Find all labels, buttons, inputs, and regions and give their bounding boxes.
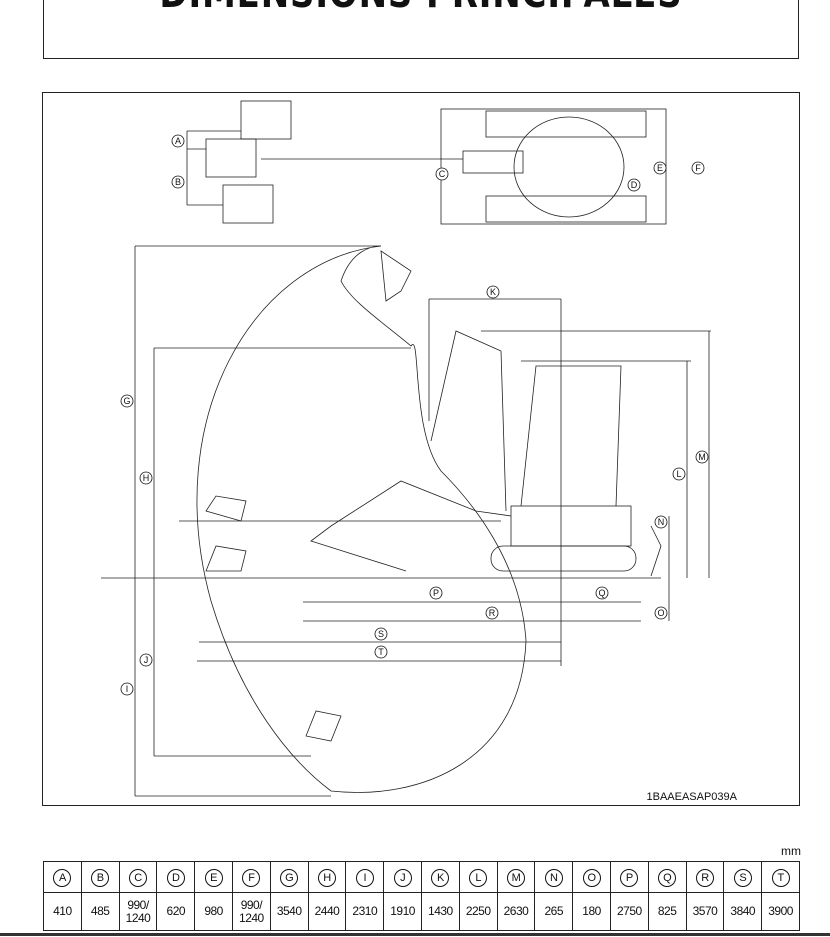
value-cell: 2250 xyxy=(458,892,498,931)
header-cell: K xyxy=(420,861,460,893)
label-h: H xyxy=(143,473,150,483)
header-cell: R xyxy=(685,861,725,893)
label-m: M xyxy=(698,452,706,462)
dimension-letter: T xyxy=(771,868,790,887)
label-q: Q xyxy=(598,588,605,598)
label-c: C xyxy=(439,169,446,179)
value-cell: 1430 xyxy=(420,892,460,931)
value-cell: 1910 xyxy=(383,892,422,931)
dimension-letter: R xyxy=(695,868,714,887)
label-a: A xyxy=(175,136,181,146)
dimension-diagram: A B C D E F G H I J K L M N O P Q R S T … xyxy=(42,92,800,806)
header-cell: Q xyxy=(647,861,687,893)
unit-label: mm xyxy=(781,844,801,858)
dimension-letter: B xyxy=(91,868,110,887)
value-cell: 825 xyxy=(647,892,687,931)
dimension-letter: K xyxy=(431,868,450,887)
header-cell: D xyxy=(156,861,196,893)
reach-envelope xyxy=(196,245,527,793)
page-divider xyxy=(0,933,830,936)
header-cell: S xyxy=(723,861,763,893)
header-cell: I xyxy=(345,861,385,893)
value-cell: 3840 xyxy=(723,892,763,931)
header-cell: L xyxy=(458,861,498,893)
dimension-letter: F xyxy=(242,868,261,887)
header-cell: F xyxy=(231,861,271,893)
label-e: E xyxy=(657,163,663,173)
header-cell: A xyxy=(43,861,82,893)
dimension-letter: J xyxy=(393,868,412,887)
value-cell: 620 xyxy=(156,892,196,931)
header-cell: N xyxy=(534,861,574,893)
dimension-letter: P xyxy=(620,868,639,887)
dimension-letter: A xyxy=(53,868,72,887)
label-n: N xyxy=(658,517,665,527)
dimension-labels: A B C D E F G H I J K L M N O P Q R S T xyxy=(120,134,709,696)
label-r: R xyxy=(489,608,496,618)
dimension-letter: S xyxy=(733,868,752,887)
value-cell: 2310 xyxy=(345,892,385,931)
label-f: F xyxy=(695,163,701,173)
value-cell: 3900 xyxy=(761,892,800,931)
value-cell: 410 xyxy=(43,892,82,931)
dimension-letter: H xyxy=(317,868,336,887)
value-cell: 990/ 1240 xyxy=(231,892,271,931)
dimension-letter: Q xyxy=(658,868,677,887)
header-cell: J xyxy=(383,861,422,893)
excavator xyxy=(205,250,662,742)
label-b: B xyxy=(175,177,181,187)
value-cell: 180 xyxy=(572,892,611,931)
value-cell: 485 xyxy=(80,892,120,931)
dimension-letter: E xyxy=(204,868,223,887)
value-cell: 2630 xyxy=(496,892,536,931)
label-s: S xyxy=(378,629,384,639)
value-cell: 2750 xyxy=(609,892,649,931)
dimension-lines xyxy=(101,245,711,797)
header-cell: C xyxy=(118,861,158,893)
value-cell: 980 xyxy=(194,892,233,931)
header-cell: T xyxy=(761,861,800,893)
figure-code: 1BAAEASAP039A xyxy=(646,791,737,803)
page-title: DIMENSIONS PRINCIPALES xyxy=(101,0,742,17)
excavator-drawing: A B C D E F G H I J K L M N O P Q R S T xyxy=(101,100,711,797)
label-g: G xyxy=(123,396,130,406)
value-cell: 990/ 1240 xyxy=(118,892,158,931)
bucket-views xyxy=(186,100,292,224)
label-i: I xyxy=(126,684,129,694)
label-p: P xyxy=(433,588,439,598)
dimension-letter: I xyxy=(355,868,374,887)
label-l: L xyxy=(676,469,681,479)
dimension-letter: O xyxy=(582,868,601,887)
label-d: D xyxy=(631,180,638,190)
header-cell: O xyxy=(572,861,611,893)
header-cell: M xyxy=(496,861,536,893)
label-j: J xyxy=(144,655,149,665)
label-t: T xyxy=(378,647,384,657)
dimension-letter: D xyxy=(166,868,185,887)
top-view xyxy=(261,108,667,225)
value-cell: 3540 xyxy=(269,892,309,931)
header-cell: E xyxy=(194,861,233,893)
value-cell: 265 xyxy=(534,892,574,931)
dimension-letter: N xyxy=(544,868,563,887)
dimension-letter: C xyxy=(128,868,147,887)
label-o: O xyxy=(657,608,664,618)
value-cell: 3570 xyxy=(685,892,725,931)
label-k: K xyxy=(490,287,496,297)
dimension-letter: M xyxy=(506,868,525,887)
title-box: DIMENSIONS PRINCIPALES xyxy=(43,0,799,59)
dimension-letter: G xyxy=(280,868,299,887)
header-cell: G xyxy=(269,861,309,893)
header-cell: P xyxy=(609,861,649,893)
dimension-letter: L xyxy=(469,868,488,887)
header-cell: B xyxy=(80,861,120,893)
value-cell: 2440 xyxy=(307,892,347,931)
header-cell: H xyxy=(307,861,347,893)
